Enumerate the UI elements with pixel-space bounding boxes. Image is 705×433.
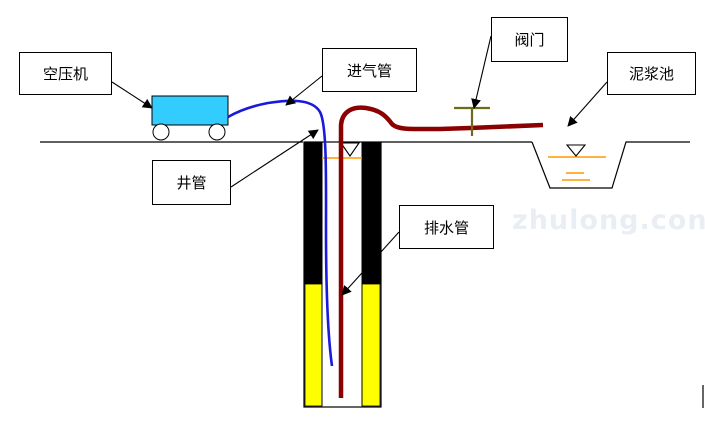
label-well-pipe: 井管 bbox=[152, 160, 231, 205]
drain-pipe bbox=[338, 105, 544, 398]
leader-arrow-drain-pipe bbox=[341, 231, 400, 296]
label-compressor: 空压机 bbox=[19, 52, 112, 95]
well-casing-right-upper bbox=[362, 142, 381, 284]
leader-arrow-mud-pit bbox=[567, 81, 608, 127]
filter-gravel-left bbox=[304, 283, 323, 407]
label-mud-pit: 泥浆池 bbox=[607, 52, 696, 95]
compressor-body bbox=[151, 95, 229, 126]
well-casing-left-upper bbox=[304, 142, 322, 284]
compressor-wheel-right bbox=[208, 123, 226, 141]
leader-arrow-well-pipe bbox=[230, 129, 319, 188]
filter-gravel-right bbox=[361, 283, 381, 407]
leader-arrow-compressor bbox=[111, 81, 153, 109]
watermark-text: zhulong.con bbox=[512, 205, 705, 236]
mud-pit-water-level-symbol bbox=[565, 144, 587, 157]
leader-arrow-valve bbox=[471, 35, 492, 109]
label-air-inlet-pipe: 进气管 bbox=[322, 48, 417, 92]
compressor-wheel-left bbox=[152, 123, 170, 141]
mud-pit-outline bbox=[531, 141, 690, 189]
label-drain-pipe: 排水管 bbox=[399, 205, 494, 249]
air-inlet-pipe bbox=[227, 99, 334, 367]
label-valve: 阀门 bbox=[491, 17, 568, 62]
well-water-level-symbol bbox=[339, 142, 361, 157]
leader-arrow-air-inlet-pipe bbox=[285, 75, 323, 106]
